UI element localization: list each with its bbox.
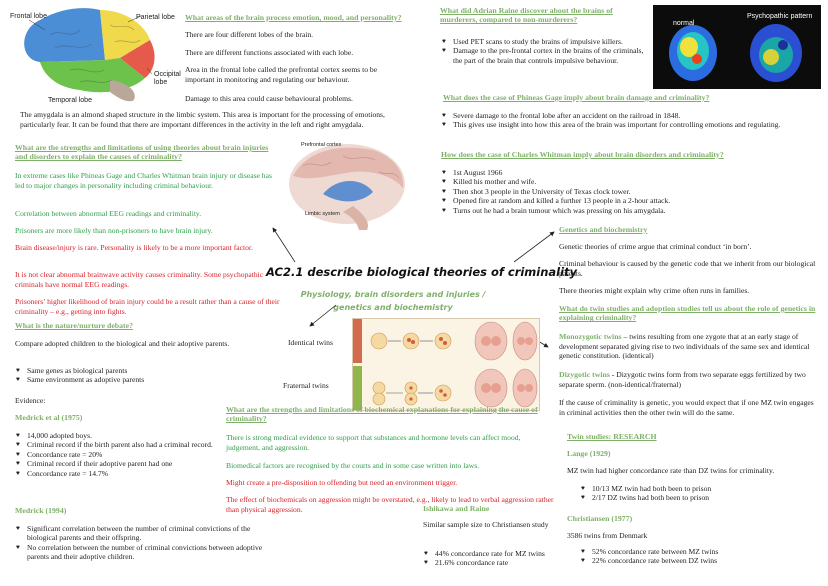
injuries-limitation-3: Prisoners’ higher likelihood of brain in…: [15, 297, 280, 316]
lange-heading: Lange (1929): [567, 449, 611, 458]
genetics-p3: There theories might explain why crime o…: [559, 286, 750, 295]
biochem-strength-2: Biomedical factors are recognised by the…: [226, 461, 480, 470]
mz-term: Monozygotic twins: [559, 332, 622, 341]
mz-text: – twins resulting from one zygote that a…: [559, 332, 810, 361]
christiansen-heading: Christiansen (1977): [567, 514, 633, 523]
areas-p3: Area in the frontal lobe called the pref…: [185, 65, 378, 84]
areas-heading: What areas of the brain process emotion,…: [185, 13, 402, 22]
twins-diagram: [352, 318, 540, 411]
page-title: AC2.1 describe biological theories of cr…: [266, 265, 578, 279]
fraternal-twins-label: Fraternal twins: [283, 381, 329, 390]
list-item: Damage to the pre-frontal cortex in the …: [441, 46, 649, 65]
temporal-lobe-label: Temporal lobe: [48, 97, 92, 104]
medrick-1994-heading: Medrick (1994): [15, 506, 67, 515]
genetics-p1: Genetic theories of crime argue that cri…: [559, 242, 752, 251]
raine-heading: What did Adrian Raine discover about the…: [440, 6, 613, 25]
list-item: Same genes as biological parents: [15, 366, 265, 376]
page-subtitle: Physiology, brain disorders and injuries…: [300, 290, 486, 312]
list-item: This gives use insight into how this are…: [441, 120, 826, 130]
gage-heading: What does the case of Phineas Gage imply…: [443, 93, 710, 102]
list-item: Turns out he had a brain tumour which wa…: [441, 206, 826, 216]
evidence-label: Evidence:: [15, 396, 46, 405]
list-item: Killed his mother and wife.: [441, 177, 826, 187]
dz-definition: Dizygotic twins - Dizygotic twins form f…: [559, 370, 821, 389]
list-item: Criminal record if their adoptive parent…: [15, 459, 280, 469]
raine-list: Used PET scans to study the brains of im…: [441, 37, 649, 65]
frontal-lobe-label: Frontal lobe: [10, 13, 47, 20]
areas-p4: Damage to this area could cause behaviou…: [185, 94, 353, 103]
parietal-lobe-label: Parietal lobe: [136, 14, 175, 21]
biochem-strength-1: There is strong medical evidence to supp…: [226, 433, 521, 452]
injuries-strength-1: In extreme cases like Phineas Gage and C…: [15, 171, 272, 190]
list-item: Criminal record if the birth parent also…: [15, 440, 280, 450]
ishikawa-heading: Ishikawa and Raine: [423, 504, 490, 513]
biochem-limitation-1: Might create a pre-disposition to offend…: [226, 478, 458, 487]
list-item: 10/13 MZ twin had both been to prison: [580, 484, 820, 494]
genetics-p2: Criminal behaviour is caused by the gene…: [559, 259, 816, 278]
areas-p5: The amygdala is an almond shaped structu…: [20, 110, 385, 129]
occipital-lobe-label: Occipital lobe: [154, 71, 181, 86]
biochem-heading: What are the strengths and limitations o…: [226, 405, 538, 424]
nature-heading: What is the nature/nurture debate?: [15, 321, 133, 330]
biochem-limitation-2: The effect of biochemicals on aggression…: [226, 495, 554, 514]
lange-list: 10/13 MZ twin had both been to prison 2/…: [580, 484, 820, 503]
twinstudies-heading: What do twin studies and adoption studie…: [559, 304, 816, 323]
mz-definition: Monozygotic twins – twins resulting from…: [559, 332, 821, 361]
areas-p2: There are different functions associated…: [185, 48, 354, 57]
prefrontal-cortex-label: Prefrontal cortex: [301, 142, 342, 148]
list-item: 44% concordance rate for MZ twins: [423, 549, 573, 559]
injuries-strength-2: Correlation between abnormal EEG reading…: [15, 209, 202, 218]
list-item: No correlation between the number of cri…: [15, 543, 277, 562]
list-item: Opened fire at random and killed a furth…: [441, 196, 826, 206]
list-item: Concordance rate = 14.7%: [15, 469, 280, 479]
list-item: Used PET scans to study the brains of im…: [441, 37, 649, 47]
areas-p1: There are four different lobes of the br…: [185, 30, 314, 39]
genetics-heading: Genetics and biochemistry: [559, 225, 648, 234]
medrick-1994-list: Significant correlation between the numb…: [15, 524, 277, 562]
twin-if-text: If the cause of criminality is genetic, …: [559, 398, 814, 417]
pet-scan-image: normal Psychopathic pattern: [653, 5, 821, 89]
pet-psychopathic-label: Psychopathic pattern: [747, 13, 813, 20]
list-item: 14,000 adopted boys.: [15, 431, 280, 441]
lange-text: MZ twin had higher concordance rate than…: [567, 466, 775, 475]
brain-lobes-figure: [0, 0, 182, 106]
whitman-list: 1st August 1966 Killed his mother and wi…: [441, 168, 826, 215]
dz-text: - Dizygotic twins form from two separate…: [559, 370, 806, 389]
dz-term: Dizygotic twins: [559, 370, 610, 379]
christiansen-text: 3586 twins from Denmark: [567, 531, 648, 540]
list-item: Same environment as adoptive parents: [15, 375, 265, 385]
list-item: Then shot 3 people in the University of …: [441, 187, 826, 197]
christiansen-list: 52% concordance rate between MZ twins 22…: [580, 547, 820, 566]
ishikawa-list: 44% concordance rate for MZ twins 21.6% …: [423, 549, 573, 568]
injuries-strength-3: Prisoners are more likely than non-priso…: [15, 226, 213, 235]
list-item: Concordance rate = 20%: [15, 450, 280, 460]
nature-intro: Compare adopted children to the biologic…: [15, 339, 230, 348]
list-item: Severe damage to the frontal lobe after …: [441, 111, 826, 121]
injuries-limitation-1: Brain disease/injury is rare. Personalit…: [15, 243, 253, 252]
whitman-heading: How does the case of Charles Whitman imp…: [441, 150, 724, 159]
nature-list: Same genes as biological parents Same en…: [15, 366, 265, 385]
list-item: 52% concordance rate between MZ twins: [580, 547, 820, 557]
list-item: 1st August 1966: [441, 168, 826, 178]
pet-normal-label: normal: [673, 20, 695, 27]
list-item: Significant correlation between the numb…: [15, 524, 277, 543]
injuries-limitation-2: It is not clear abnormal brainwave activ…: [15, 270, 264, 289]
gage-list: Severe damage to the frontal lobe after …: [441, 111, 826, 130]
list-item: 21.6% concordance rate: [423, 558, 573, 568]
list-item: 22% concordance rate between DZ twins: [580, 556, 820, 566]
list-item: 2/17 DZ twins had both been to prison: [580, 493, 820, 503]
twin-research-heading: Twin studies: RESEARCH: [567, 432, 657, 441]
identical-twins-label: Identical twins: [288, 338, 333, 347]
medrick-1975-heading: Medrick et al (1975): [15, 413, 83, 422]
injuries-heading: What are the strengths and limitations o…: [15, 143, 269, 162]
medrick-1975-list: 14,000 adopted boys. Criminal record if …: [15, 431, 280, 478]
limbic-system-label: Limbic system: [305, 211, 340, 217]
ishikawa-text: Similar sample size to Christiansen stud…: [423, 520, 549, 529]
limbic-system-figure: Prefrontal cortex Limbic system: [283, 136, 411, 232]
